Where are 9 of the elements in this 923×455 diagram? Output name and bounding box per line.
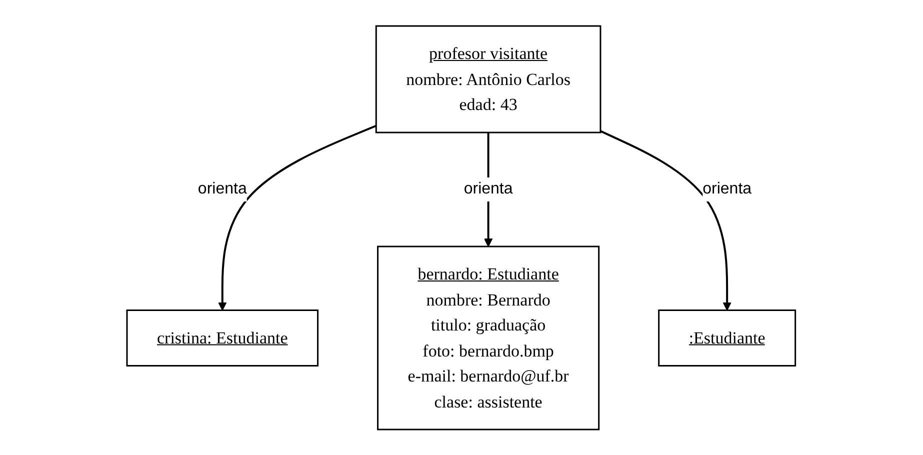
node-box: :Estudiante	[658, 309, 796, 366]
arrow	[218, 124, 377, 310]
edge-label: orienta	[702, 180, 752, 198]
edge-label: orienta	[198, 180, 248, 198]
node-box: cristina: Estudiante	[126, 309, 319, 366]
edge-label: orienta	[464, 180, 514, 198]
node-box: bernardo: Estudiante nombre: Bernardo titulo: graduação foto: bernardo.bmp e-mail: bernardo@uf.br clase: assistente	[377, 246, 600, 430]
arrow	[600, 130, 732, 310]
node-box: profesor visitante nombre: Antônio Carlos edad: 43	[376, 25, 602, 133]
